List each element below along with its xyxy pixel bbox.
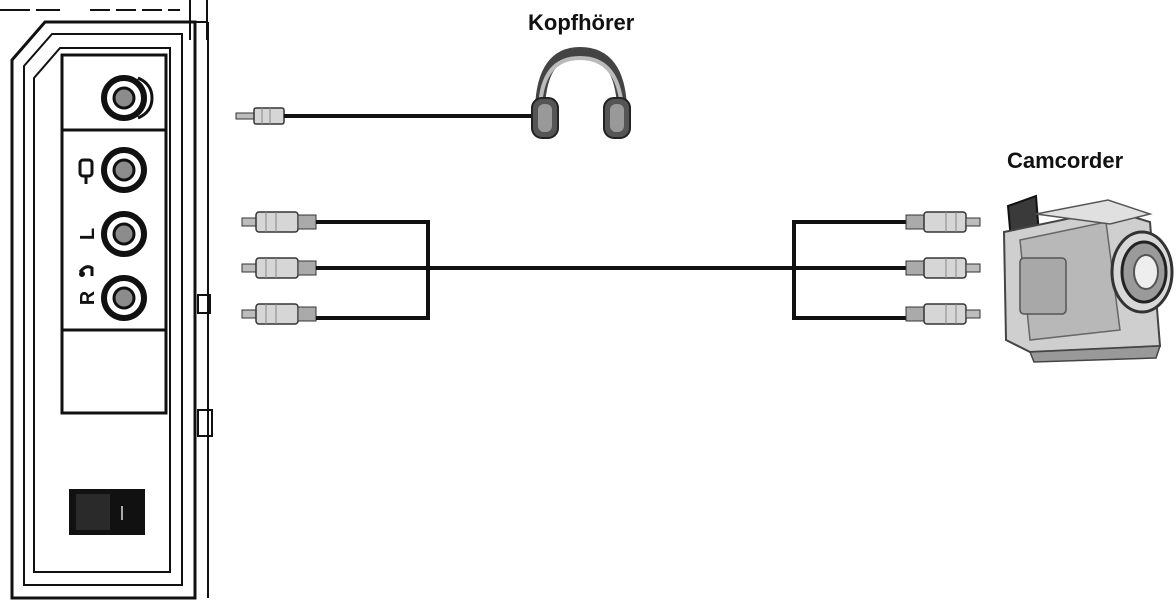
av-cable-tv-side [241,211,430,325]
panel-audio-left-jack [101,211,147,257]
headphones-label: Kopfhörer [528,10,635,35]
headphone-cable [235,107,538,125]
video-icon [78,158,94,184]
panel-video-jack [101,147,147,193]
panel-audio-right-jack [101,275,147,321]
tv-side-panel [0,0,213,600]
left-audio-marking: L [77,228,99,240]
camcorder-icon [1002,194,1174,363]
av-cable-camcorder-side [792,211,981,325]
headphones-icon [531,46,631,139]
audio-note-icon [78,265,94,277]
camcorder-label: Camcorder [1007,148,1124,173]
panel-headphone-jack [101,75,154,121]
right-audio-marking: R [77,290,99,305]
